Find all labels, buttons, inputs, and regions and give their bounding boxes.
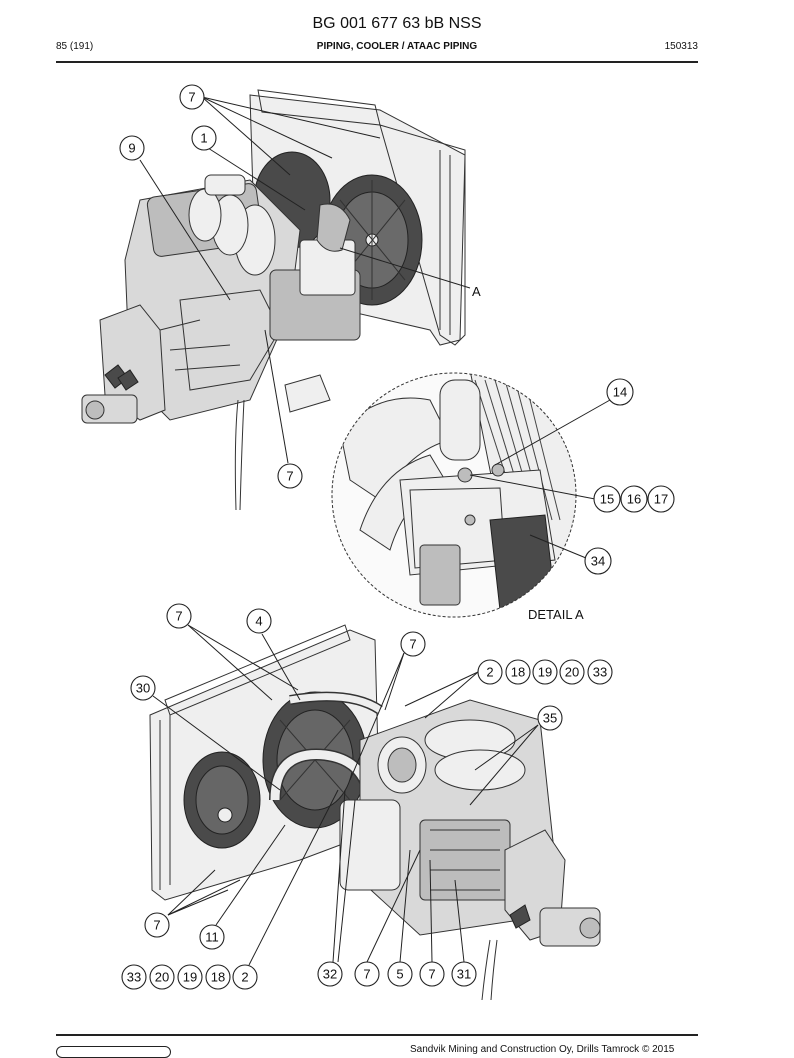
footer-copyright: Sandvik Mining and Construction Oy, Dril… [410, 1044, 675, 1055]
svg-text:7: 7 [153, 918, 160, 933]
bottom-callout-2b: 2 [232, 964, 258, 990]
bottom-callout-33b: 33 [121, 964, 147, 990]
svg-text:34: 34 [591, 554, 605, 569]
bottom-callout-20a: 20 [559, 659, 585, 685]
footer-rule [56, 1034, 698, 1036]
svg-text:2: 2 [486, 665, 493, 680]
document-title: BG 001 677 63 bB NSS [312, 15, 482, 32]
detail-callout-14: 14 [606, 378, 634, 406]
bottom-callout-7d: 7 [354, 961, 380, 987]
bottom-callout-11: 11 [199, 924, 225, 950]
svg-text:33: 33 [593, 665, 607, 680]
bottom-callout-7e: 7 [419, 961, 445, 987]
svg-text:7: 7 [286, 469, 293, 484]
svg-text:20: 20 [565, 665, 579, 680]
svg-text:30: 30 [136, 681, 150, 696]
bottom-callout-33a: 33 [587, 659, 613, 685]
bottom-callout-4: 4 [246, 608, 272, 634]
svg-text:18: 18 [211, 970, 225, 985]
bottom-callout-7c: 7 [144, 912, 170, 938]
detail-pointer-label: A [472, 284, 481, 299]
svg-text:32: 32 [323, 967, 337, 982]
bottom-callout-7b: 7 [400, 631, 426, 657]
bottom-callout-19a: 19 [532, 659, 558, 685]
svg-text:35: 35 [543, 711, 557, 726]
bottom-callout-18b: 18 [205, 964, 231, 990]
bottom-leaders [152, 624, 539, 966]
detail-a-illustration [331, 372, 577, 618]
svg-text:5: 5 [396, 967, 403, 982]
top-callout-9: 9 [119, 135, 145, 161]
bottom-callout-30: 30 [130, 675, 156, 701]
svg-text:15: 15 [600, 492, 614, 507]
top-callout-7b: 7 [277, 463, 303, 489]
section-title: PIPING, COOLER / ATAAC PIPING [316, 41, 478, 52]
bottom-callout-2a: 2 [477, 659, 503, 685]
bottom-callout-32: 32 [317, 961, 343, 987]
detail-callout-15: 15 [593, 485, 621, 513]
sandvik-logo [56, 1046, 171, 1058]
bottom-callout-18a: 18 [505, 659, 531, 685]
svg-text:31: 31 [457, 967, 471, 982]
bottom-callout-19b: 19 [177, 964, 203, 990]
detail-a-label: DETAIL A [528, 607, 584, 622]
svg-text:7: 7 [409, 637, 416, 652]
svg-text:20: 20 [155, 970, 169, 985]
detail-leaders [469, 399, 611, 559]
svg-text:4: 4 [255, 614, 262, 629]
document-code: 150313 [664, 41, 698, 52]
bottom-assembly-illustration [149, 624, 601, 1001]
svg-text:7: 7 [428, 967, 435, 982]
svg-text:11: 11 [205, 930, 219, 945]
svg-text:1: 1 [200, 131, 207, 146]
detail-callout-16: 16 [620, 485, 648, 513]
bottom-callout-7a: 7 [166, 603, 192, 629]
svg-text:16: 16 [627, 492, 641, 507]
header-rule [56, 61, 698, 63]
top-callout-7a: 7 [179, 84, 205, 110]
svg-text:14: 14 [613, 385, 627, 400]
svg-text:19: 19 [538, 665, 552, 680]
detail-callout-17: 17 [647, 485, 675, 513]
svg-text:2: 2 [241, 970, 248, 985]
bottom-callout-31: 31 [451, 961, 477, 987]
svg-text:33: 33 [127, 970, 141, 985]
svg-text:7: 7 [188, 90, 195, 105]
detail-callout-34: 34 [584, 547, 612, 575]
svg-text:19: 19 [183, 970, 197, 985]
top-callout-1: 1 [191, 125, 217, 151]
svg-text:18: 18 [511, 665, 525, 680]
svg-text:17: 17 [654, 492, 668, 507]
top-assembly-illustration [81, 89, 466, 511]
top-leaders [139, 96, 471, 464]
svg-text:9: 9 [128, 141, 135, 156]
bottom-callout-20b: 20 [149, 964, 175, 990]
bottom-callout-5: 5 [387, 961, 413, 987]
svg-text:7: 7 [175, 609, 182, 624]
svg-text:7: 7 [363, 967, 370, 982]
bottom-callout-35: 35 [537, 705, 563, 731]
page-number: 85 (191) [56, 41, 94, 52]
